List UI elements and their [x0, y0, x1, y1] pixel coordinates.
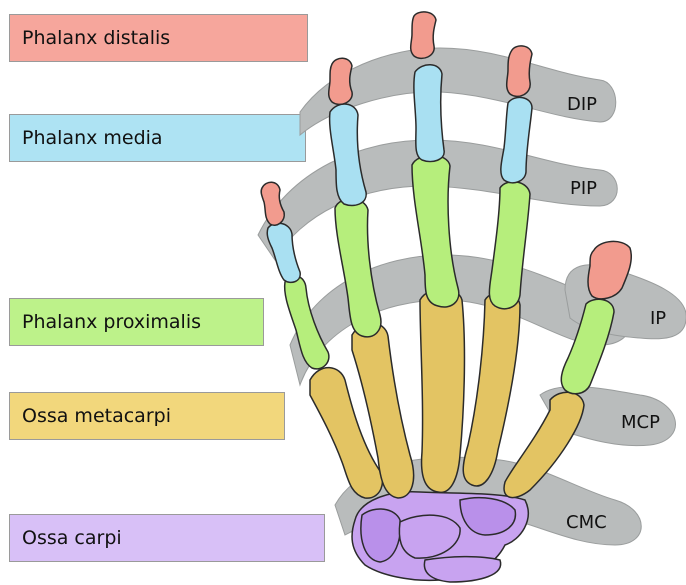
metacarpal-3 — [420, 289, 464, 493]
joint-label-mcp: MCP — [621, 412, 660, 433]
middle-3 — [414, 65, 444, 162]
joint-label-dip: DIP — [567, 94, 597, 115]
joint-label-pip: PIP — [570, 178, 597, 199]
joint-label-cmc: CMC — [566, 512, 607, 533]
distal-4 — [329, 58, 352, 104]
distal-5 — [261, 182, 284, 225]
carpal-bones — [352, 492, 528, 582]
joint-label-ip: IP — [650, 308, 666, 329]
distal-2 — [507, 46, 532, 96]
metacarpal-2 — [463, 292, 520, 486]
distal-3 — [411, 12, 436, 58]
